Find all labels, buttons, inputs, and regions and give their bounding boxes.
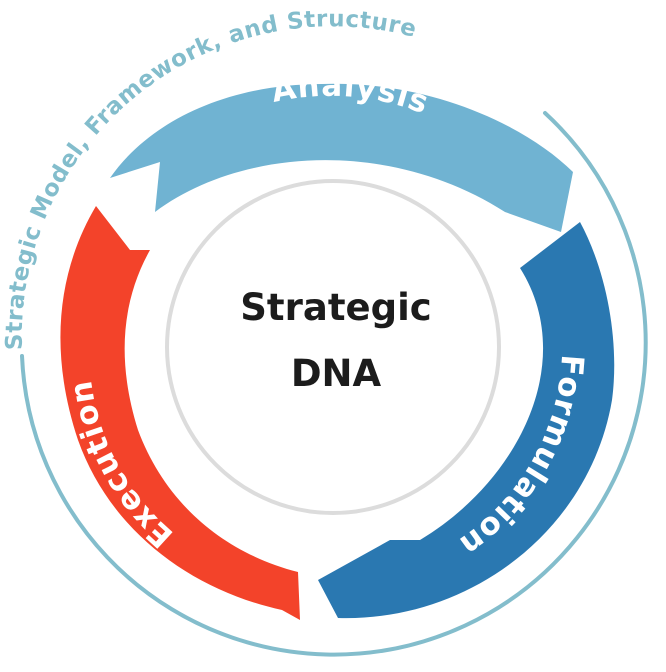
center-title-line1: Strategic bbox=[240, 286, 431, 329]
formulation-segment bbox=[318, 222, 615, 619]
inner-ring bbox=[165, 179, 501, 515]
outer-ring bbox=[20, 111, 648, 657]
center-title-line2: DNA bbox=[291, 352, 382, 395]
analysis-segment bbox=[110, 83, 573, 232]
execution-segment bbox=[60, 206, 301, 620]
